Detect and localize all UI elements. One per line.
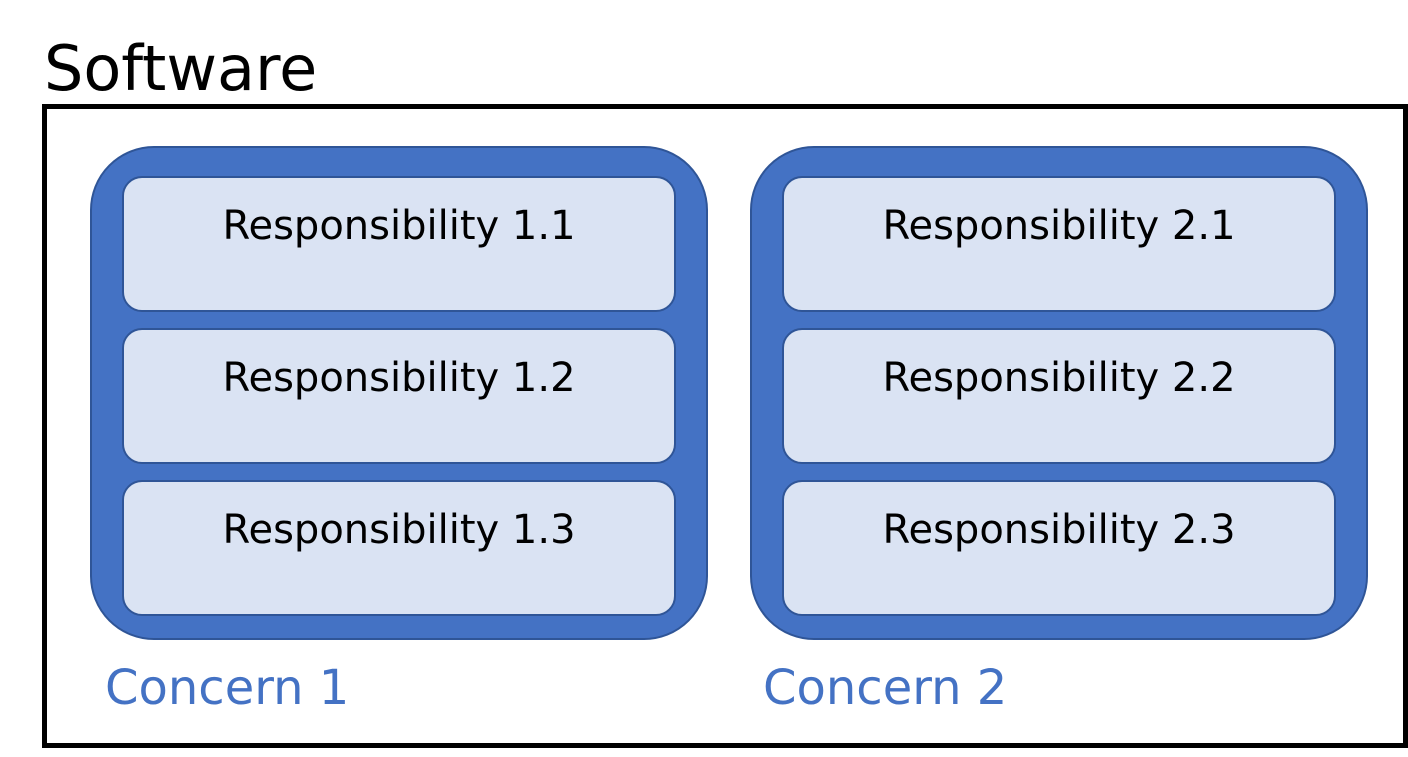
- responsibility-1-1-box: Responsibility 1.1: [122, 176, 676, 312]
- software-frame: [42, 104, 1408, 748]
- responsibility-1-2-box: Responsibility 1.2: [122, 328, 676, 464]
- responsibility-1-3-box: Responsibility 1.3: [122, 480, 676, 616]
- concern-2-box: Responsibility 2.1 Responsibility 2.2 Re…: [750, 146, 1368, 640]
- diagram-title: Software: [44, 32, 318, 105]
- responsibility-2-2-box: Responsibility 2.2: [782, 328, 1336, 464]
- concern-1-label: Concern 1: [105, 660, 350, 716]
- responsibility-2-3-box: Responsibility 2.3: [782, 480, 1336, 616]
- concern-2-label: Concern 2: [763, 660, 1008, 716]
- responsibility-2-1-box: Responsibility 2.1: [782, 176, 1336, 312]
- concern-1-box: Responsibility 1.1 Responsibility 1.2 Re…: [90, 146, 708, 640]
